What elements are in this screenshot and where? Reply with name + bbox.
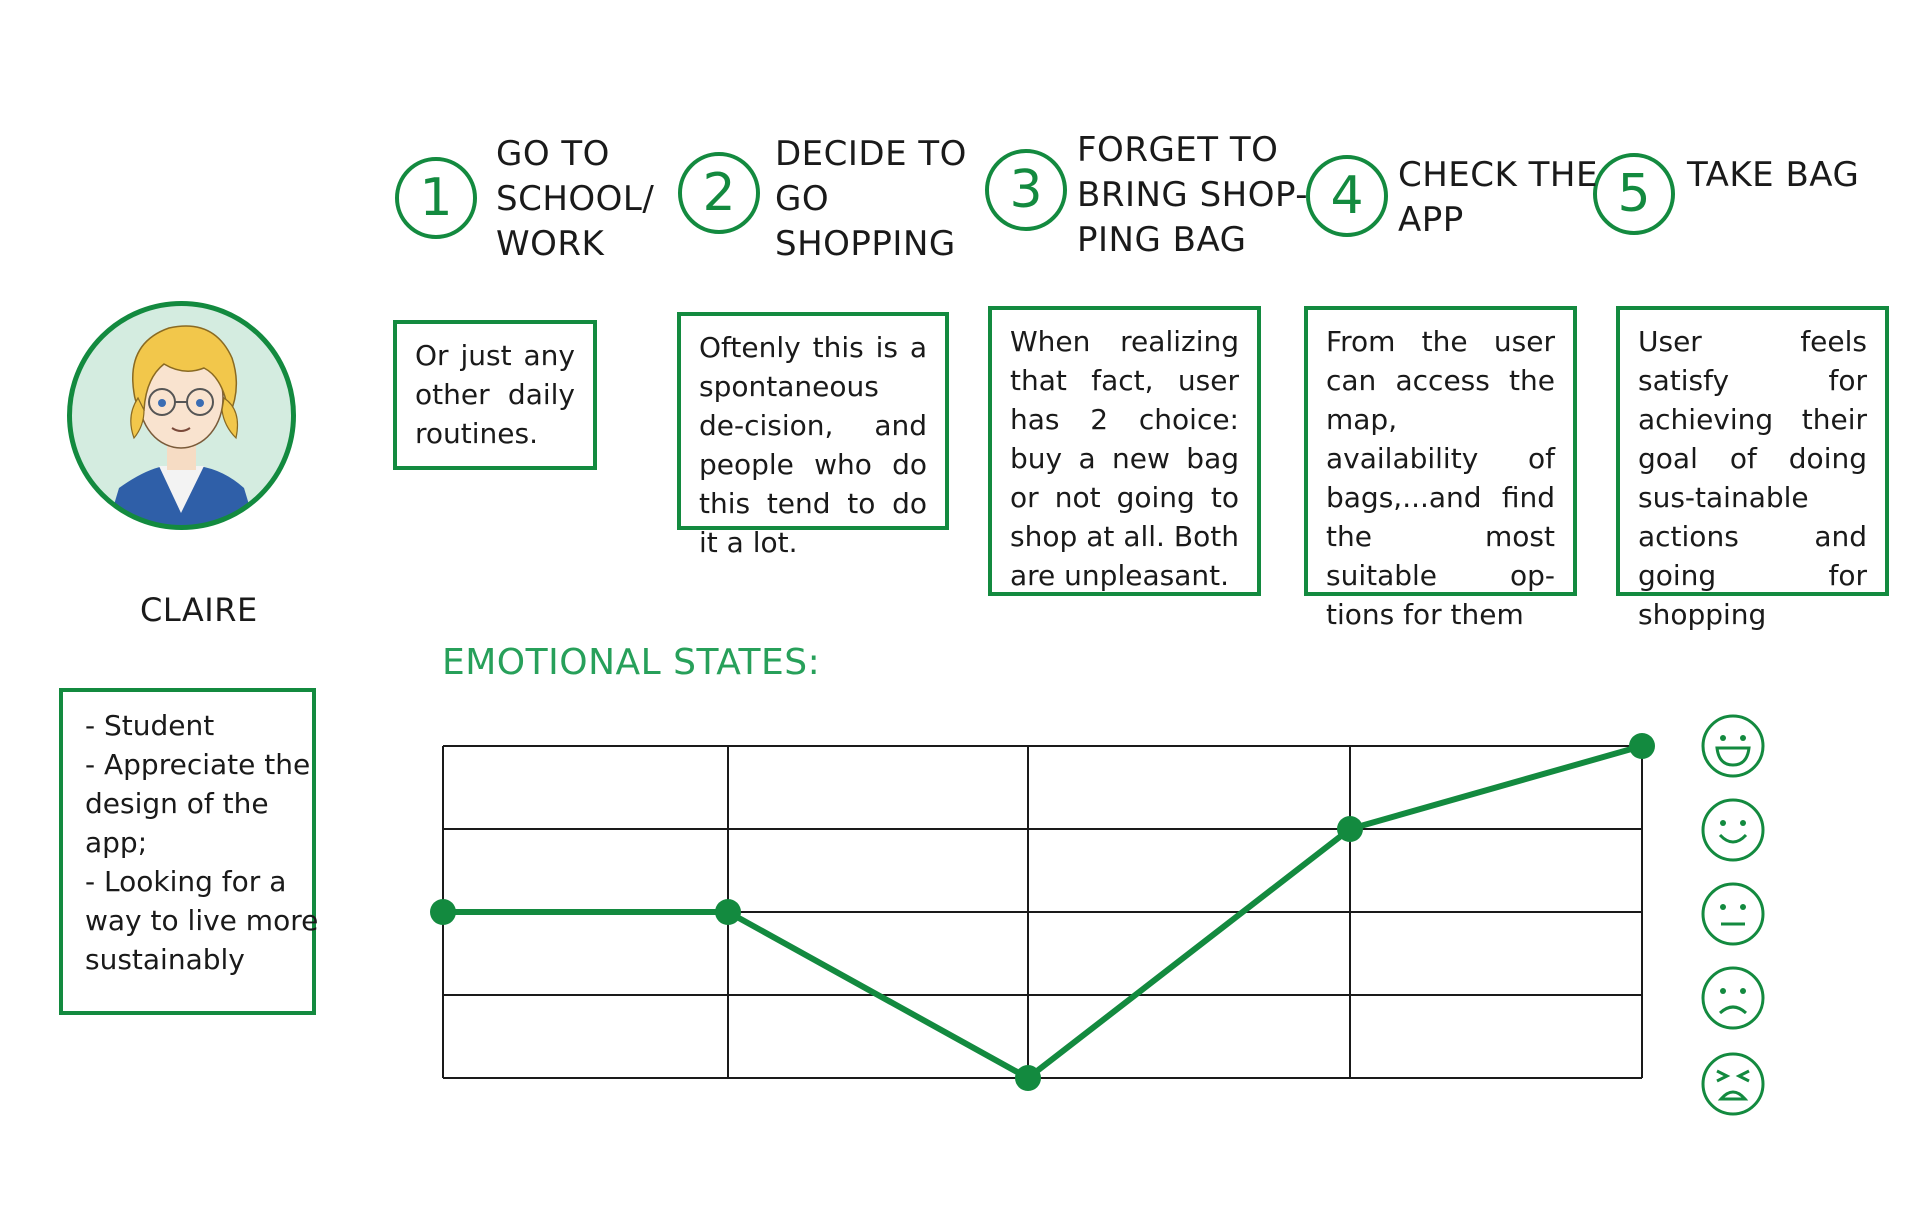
persona-name: CLAIRE <box>140 591 258 629</box>
step-2-number: 2 <box>678 152 760 234</box>
emotional-states-title: EMOTIONAL STATES: <box>442 642 821 683</box>
very-upset-face-icon <box>1701 1052 1765 1116</box>
avatar <box>64 298 299 533</box>
step-4-number: 4 <box>1306 155 1388 237</box>
sad-face-icon <box>1701 966 1765 1030</box>
happy-face-icon <box>1701 798 1765 862</box>
step-4-description: From the user can access the map, availa… <box>1304 306 1577 631</box>
step-5-number: 5 <box>1593 153 1675 235</box>
persona-trait: way to live more <box>85 904 319 937</box>
emotion-point <box>1629 733 1655 759</box>
persona-trait: - Appreciate the <box>85 748 311 781</box>
step-3-description: When realizing that fact, user has 2 cho… <box>988 306 1261 596</box>
step-3-title: FORGET TO BRING SHOP- PING BAG <box>1077 130 1308 260</box>
persona-trait: - Student <box>85 709 215 742</box>
emotion-point <box>715 899 741 925</box>
step-1-number: 1 <box>395 157 477 239</box>
step-2-description: Oftenly this is a spontaneous de-cision,… <box>677 312 949 559</box>
persona-traits: - Student - Appreciate the design of the… <box>59 688 319 1015</box>
very-happy-face-icon <box>1701 714 1765 778</box>
persona-trait: design of the <box>85 787 269 820</box>
persona-trait: sustainably <box>85 943 245 976</box>
step-3-number: 3 <box>985 149 1067 231</box>
neutral-face-icon <box>1701 882 1765 946</box>
step-4-title: CHECK THE APP <box>1398 155 1598 240</box>
emotion-point <box>1337 816 1363 842</box>
chart-point-layer <box>430 733 1655 1091</box>
persona-trait: app; <box>85 826 148 859</box>
step-2-title: DECIDE TO GO SHOPPING <box>775 134 967 264</box>
step-1-description: Or just any other daily routines. <box>393 320 597 470</box>
step-1-title: GO TO SCHOOL/ WORK <box>496 134 655 264</box>
step-5-description: User feels satisfy for achieving their g… <box>1616 306 1889 631</box>
emotion-point <box>1015 1065 1041 1091</box>
emotion-point <box>430 899 456 925</box>
step-5-title: TAKE BAG <box>1687 155 1860 195</box>
persona-trait: - Looking for a <box>85 865 287 898</box>
